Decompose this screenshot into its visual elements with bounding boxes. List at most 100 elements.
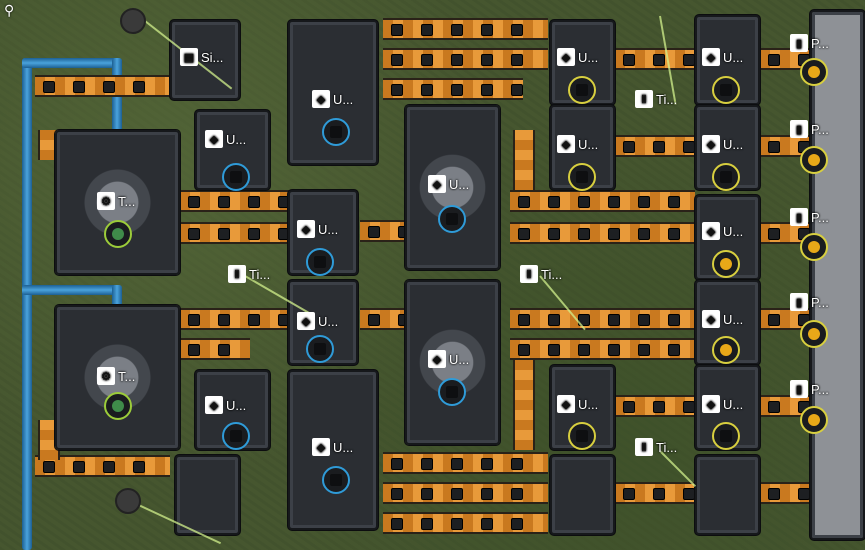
building-label-u: ◆U...: [702, 310, 743, 328]
belt-item: [511, 84, 523, 96]
belt-item: [188, 314, 200, 326]
belt-item: [188, 344, 200, 356]
building-medium[interactable]: [550, 455, 615, 535]
belt[interactable]: [510, 222, 695, 244]
crafting-icon: ◆: [428, 350, 446, 368]
product-slot[interactable]: [568, 76, 596, 104]
port-icon: ▮: [790, 208, 808, 226]
building-large[interactable]: [405, 280, 500, 445]
crafting-icon: ◆: [702, 48, 720, 66]
belt[interactable]: [513, 360, 535, 450]
belt[interactable]: [180, 308, 290, 330]
building-medium[interactable]: [288, 370, 378, 530]
product-slot[interactable]: [712, 163, 740, 191]
crafting-icon: ◆: [557, 48, 575, 66]
search-icon[interactable]: ⚲: [4, 2, 15, 18]
product-slot[interactable]: [800, 320, 828, 348]
belt[interactable]: [615, 482, 695, 504]
belt[interactable]: [510, 308, 695, 330]
belt[interactable]: [510, 338, 695, 360]
building-medium[interactable]: [695, 455, 760, 535]
pipe-top-down[interactable]: [112, 58, 122, 138]
belt-item: [481, 84, 493, 96]
belt[interactable]: [360, 308, 410, 330]
belt[interactable]: [760, 308, 810, 330]
belt-item: [451, 84, 463, 96]
belt[interactable]: [383, 48, 548, 70]
belt[interactable]: [760, 48, 810, 70]
belt[interactable]: [180, 222, 290, 244]
product-slot[interactable]: [306, 248, 334, 276]
building-medium[interactable]: [288, 280, 358, 365]
belt[interactable]: [615, 48, 695, 70]
belt[interactable]: [180, 338, 250, 360]
building-small[interactable]: [175, 455, 240, 535]
storage-column[interactable]: [810, 10, 865, 540]
product-slot[interactable]: [568, 163, 596, 191]
belt-item: [511, 488, 523, 500]
belt[interactable]: [510, 190, 695, 212]
product-slot[interactable]: [222, 422, 250, 450]
belt-item: [511, 24, 523, 36]
product-slot[interactable]: [712, 336, 740, 364]
belt-item: [391, 84, 403, 96]
product-slot[interactable]: [568, 422, 596, 450]
product-slot[interactable]: [322, 466, 350, 494]
inserter[interactable]: [120, 8, 146, 34]
building-large[interactable]: [55, 130, 180, 275]
product-slot[interactable]: [712, 250, 740, 278]
belt-item: [798, 488, 810, 500]
pipe-vertical[interactable]: [22, 58, 32, 550]
building-large[interactable]: [55, 305, 180, 450]
belt[interactable]: [615, 395, 695, 417]
belt-item: [451, 518, 463, 530]
building-medium[interactable]: [195, 110, 270, 190]
belt[interactable]: [35, 455, 170, 477]
product-slot[interactable]: [222, 163, 250, 191]
belt-item: [421, 518, 433, 530]
product-slot[interactable]: [712, 76, 740, 104]
product-slot[interactable]: [800, 233, 828, 261]
belt[interactable]: [360, 220, 410, 242]
belt[interactable]: [383, 512, 548, 534]
belt-item: [218, 314, 230, 326]
belt[interactable]: [615, 135, 695, 157]
building-large[interactable]: [405, 105, 500, 270]
crafting-icon: ◆: [297, 220, 315, 238]
product-slot[interactable]: [800, 58, 828, 86]
belt-item: [638, 228, 650, 240]
product-slot[interactable]: [306, 335, 334, 363]
inserter[interactable]: [115, 488, 141, 514]
product-slot[interactable]: [800, 406, 828, 434]
belt-item: [421, 84, 433, 96]
belt[interactable]: [513, 130, 535, 190]
product-slot[interactable]: [438, 378, 466, 406]
pipe-mid-down[interactable]: [112, 285, 122, 315]
building-label-p: ▮P...: [790, 293, 829, 311]
product-slot[interactable]: [322, 118, 350, 146]
belt[interactable]: [180, 190, 290, 212]
port-icon: ▮: [790, 120, 808, 138]
belt[interactable]: [760, 482, 810, 504]
belt-item: [668, 344, 680, 356]
pipe-mid[interactable]: [22, 285, 122, 295]
belt[interactable]: [35, 75, 170, 97]
pipe-top[interactable]: [22, 58, 122, 68]
product-slot[interactable]: [438, 205, 466, 233]
belt[interactable]: [383, 482, 548, 504]
product-slot[interactable]: [104, 220, 132, 248]
product-icon: [112, 400, 124, 412]
belt[interactable]: [760, 135, 810, 157]
belt[interactable]: [760, 395, 810, 417]
belt-item: [481, 518, 493, 530]
belt[interactable]: [383, 18, 548, 40]
product-slot[interactable]: [800, 146, 828, 174]
belt[interactable]: [383, 452, 548, 474]
belt[interactable]: [383, 78, 523, 100]
product-slot[interactable]: [712, 422, 740, 450]
product-slot[interactable]: [104, 392, 132, 420]
